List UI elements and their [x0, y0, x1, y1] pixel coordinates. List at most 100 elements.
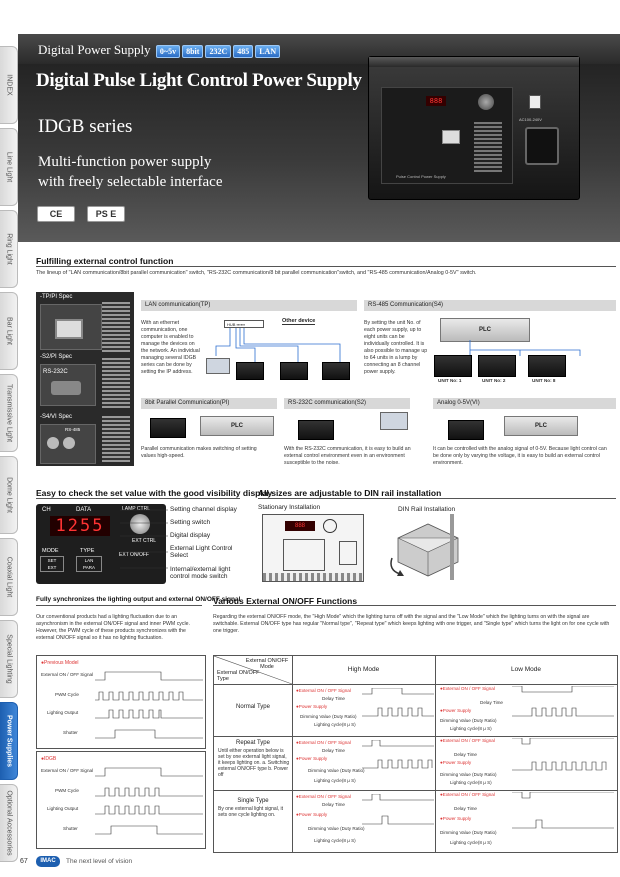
sidebar-tab-power-supplies[interactable]: Power Supplies — [0, 702, 18, 780]
spec-tp-pi-label: -TP/PI Spec — [40, 294, 73, 300]
section-title-visibility: Easy to check the set value with the goo… — [36, 488, 273, 498]
high-repeat-waveform — [362, 740, 434, 769]
device-knob — [478, 94, 494, 110]
table-head-mode: External ON/OFF Mode — [245, 658, 289, 670]
unit-label-2: UNIT No: 2 — [482, 378, 506, 383]
sync-text: Our conventional products had a lighting… — [36, 614, 190, 641]
power-supply-unit — [322, 362, 350, 380]
row-single-type: Single Type — [237, 798, 269, 804]
callout-light-control-select: External Light Control Select — [170, 545, 233, 559]
terminal-icon — [47, 437, 59, 449]
lan-header: LAN communication(TP) — [141, 300, 357, 311]
device-label: Pulse Control Power Supply — [396, 174, 446, 179]
onoff-table: External ON/OFF Mode External ON/OFF Typ… — [213, 655, 618, 853]
onoff-text: Regarding the external ON/OFF mode, the … — [213, 614, 610, 634]
callout-channel-display: Setting channel display — [170, 506, 237, 513]
callout-mode-switch: Internal/external light control mode swi… — [170, 566, 231, 580]
badge-232c: 232C — [205, 45, 232, 58]
power-switch — [529, 95, 541, 109]
analog-header: Analog 0-5V(VI) — [433, 398, 616, 409]
row-repeat-type: Repeat Type — [236, 740, 270, 746]
hub-device: HUB ▪▪▪▪▪▪ — [224, 320, 264, 328]
spec-s2-pi-label: -S2/PI Spec — [40, 354, 73, 360]
other-device-label: Other device — [282, 318, 316, 325]
section-title-sync: Fully synchronizes the lighting output a… — [36, 596, 241, 603]
ce-mark: CE — [37, 206, 75, 222]
series-name: IDGB series — [38, 116, 133, 137]
tagline: Multi-function power supply with freely … — [38, 154, 223, 190]
computer-icon — [380, 412, 408, 430]
callout-lines — [120, 509, 168, 569]
sidebar-tab-index[interactable]: INDEX — [0, 46, 18, 124]
parallel-header: 8bit Parallel Communication(PI) — [141, 398, 277, 409]
device-voltage-label: AC100-240V — [519, 117, 542, 122]
parallel-connector — [474, 122, 502, 172]
stationary-label: Stationary Installation — [258, 504, 321, 511]
low-normal-waveform — [512, 686, 614, 717]
lamp-control-knob[interactable] — [130, 514, 150, 534]
low-single-waveform — [512, 792, 614, 829]
table-head-type: External ON/OFF Type — [217, 670, 260, 682]
power-supply-unit — [150, 418, 186, 438]
low-repeat-waveform — [512, 738, 614, 771]
high-single-waveform — [362, 794, 434, 825]
spec-photos: -TP/PI Spec -S2/PI Spec RS-232C -S4/VI S… — [36, 292, 134, 466]
lan-network-lines — [215, 328, 341, 362]
row-normal-type: Normal Type — [236, 704, 270, 710]
rs485-text: By setting the unit No. of each power su… — [364, 320, 428, 375]
unit-label-8: UNIT No: 8 — [532, 378, 556, 383]
power-supply-unit — [298, 420, 334, 440]
sidebar-tab-line-light[interactable]: Line Light — [0, 128, 18, 206]
badge-lan: LAN — [255, 45, 281, 58]
rs232-header: RS-232C communication(S2) — [284, 398, 410, 409]
sidebar-tab-coaxial-light[interactable]: Coaxial Light — [0, 538, 18, 616]
device-front-panel: 888 Pulse Control Power Supply — [381, 87, 513, 184]
high-normal-waveform — [362, 688, 434, 717]
section-title-din-rail: All sizes are adjustable to DIN rail ins… — [258, 488, 442, 498]
digital-display: 1255 — [50, 516, 110, 536]
computer-icon — [206, 358, 230, 374]
rs232-text: With the RS-232C communication, it is ea… — [284, 446, 411, 466]
ac-inlet — [525, 127, 559, 165]
power-supply-unit — [434, 355, 472, 377]
sidebar-tab-bar-light[interactable]: Bar Light — [0, 292, 18, 370]
front-panel-closeup: CH DATA 1255 LAMP CTRL EXT CTRL MODE SET… — [36, 504, 166, 584]
terminal-icon — [63, 437, 75, 449]
device-digit-display: 888 — [426, 96, 446, 106]
power-supply-unit — [236, 362, 264, 380]
timing-waveform — [95, 767, 203, 835]
din-rail-drawing — [390, 514, 459, 580]
badge-8bit: 8bit — [182, 45, 204, 58]
timing-waveform — [95, 671, 203, 739]
section-title-external-control: Fulfilling external control function — [36, 256, 174, 266]
product-title: Digital Pulse Light Control Power Supply — [36, 70, 362, 91]
parallel-connector — [102, 302, 130, 352]
sidebar-tab-transmissive-light[interactable]: Transmissive Light — [0, 374, 18, 452]
plc-unit: PLC — [200, 416, 274, 436]
callout-setting-switch: Setting switch — [170, 519, 211, 526]
unit-label-1: UNIT No: 1 — [438, 378, 462, 383]
idgb-diagram: ●IDGB External ON / OFF Signal PWM Cycle… — [36, 751, 206, 849]
sidebar-tab-special-lighting[interactable]: Special Lighting — [0, 620, 18, 698]
sidebar-tab-ring-light[interactable]: Ring Light — [0, 210, 18, 288]
stationary-drawing: 888 — [262, 514, 364, 582]
section-rule — [36, 266, 616, 267]
previous-model-diagram: ●Previous Model External ON / OFF Signal… — [36, 655, 206, 749]
brand-logo: IMAC — [36, 856, 60, 867]
power-supply-device: 888 Pulse Control Power Supply AC100-240… — [368, 56, 580, 200]
lan-port-icon — [55, 319, 83, 339]
sidebar-tabs: INDEX Line Light Ring Light Bar Light Tr… — [0, 40, 18, 862]
slogan: The next level of vision — [66, 858, 133, 865]
pse-mark: PS E — [87, 206, 125, 222]
power-supply-unit — [280, 362, 308, 380]
sidebar-tab-optional-accessories[interactable]: Optional Accessories — [0, 784, 18, 862]
badge-485: 485 — [233, 45, 254, 58]
din-rail-label: DIN Rail Installation — [398, 506, 456, 513]
power-supply-unit — [528, 355, 566, 377]
plc-unit: PLC — [504, 416, 578, 436]
power-supply-unit — [478, 355, 516, 377]
sidebar-tab-dome-light[interactable]: Dome Light — [0, 456, 18, 534]
